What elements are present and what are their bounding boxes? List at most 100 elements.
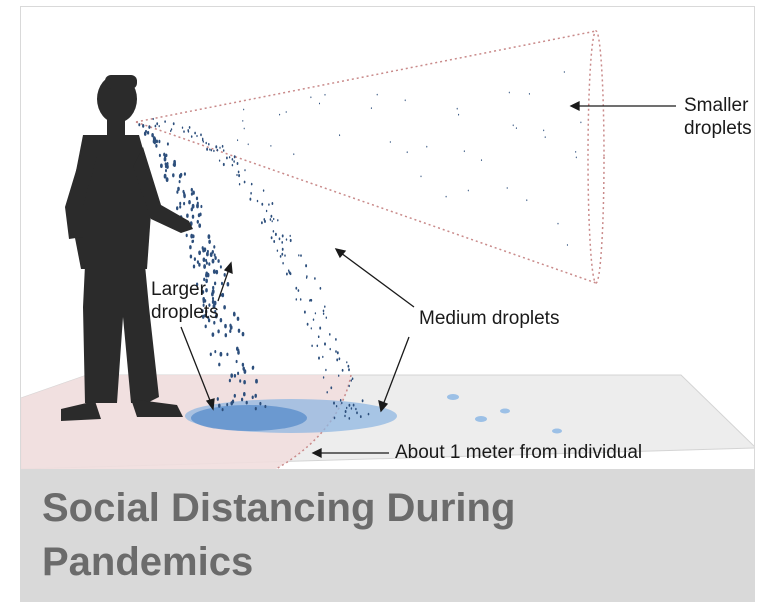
large-droplet: [158, 139, 161, 144]
medium-droplet: [333, 401, 335, 405]
medium-droplet: [328, 332, 331, 336]
large-droplet: [205, 258, 208, 263]
large-droplet: [191, 214, 195, 219]
medium-droplet: [286, 272, 288, 276]
medium-droplet: [324, 342, 326, 346]
medium-droplet: [201, 137, 204, 141]
scatter-puddle: [447, 394, 459, 400]
person-silhouette: [61, 75, 193, 421]
small-droplet: [512, 124, 514, 127]
large-droplet: [197, 213, 201, 218]
medium-droplet: [206, 147, 209, 151]
large-droplet: [202, 303, 205, 307]
large-droplet: [196, 201, 199, 206]
medium-droplet: [344, 414, 346, 418]
medium-droplet: [196, 134, 198, 138]
medium-droplets-stream: [152, 117, 370, 420]
larger-droplets-stream: [138, 123, 267, 412]
small-droplet: [279, 113, 281, 116]
medium-droplet: [322, 312, 325, 315]
small-droplet: [580, 121, 582, 124]
medium-droplet: [250, 191, 252, 195]
large-droplet: [165, 177, 169, 182]
large-droplet: [264, 404, 267, 409]
large-droplet: [201, 314, 205, 319]
medium-droplet: [336, 358, 339, 362]
large-droplet: [254, 393, 257, 398]
large-droplet: [219, 318, 223, 323]
medium-droplet: [231, 163, 234, 167]
small-droplet: [243, 108, 245, 111]
large-droplet: [233, 393, 236, 398]
medium-droplet: [367, 412, 370, 416]
medium-droplet: [156, 122, 159, 126]
medium-droplet: [152, 117, 154, 121]
medium-droplet: [299, 298, 302, 301]
large-droplet: [176, 190, 179, 194]
large-droplet: [226, 352, 229, 357]
large-droplet: [176, 206, 179, 211]
large-droplet: [236, 316, 240, 321]
figure-frame: Smaller droplets Larger droplets Medium …: [20, 6, 755, 602]
medium-droplet: [158, 124, 160, 128]
large-droplet: [204, 313, 207, 318]
label-medium-droplets: Medium droplets: [419, 308, 560, 329]
medium-droplet: [222, 149, 225, 152]
medium-droplet: [222, 162, 225, 167]
medium-droplet: [305, 264, 308, 268]
medium-droplet: [348, 368, 350, 372]
medium-droplet: [350, 407, 353, 410]
medium-droplet: [236, 173, 238, 177]
large-droplet: [209, 252, 213, 257]
medium-droplet: [256, 199, 259, 203]
medium-droplet: [317, 335, 320, 339]
small-droplet: [575, 151, 577, 153]
medium-droplet: [279, 255, 282, 258]
large-droplet: [259, 401, 262, 406]
large-droplet: [208, 239, 211, 244]
medium-droplet: [188, 125, 191, 129]
medium-droplet: [271, 220, 273, 223]
small-droplet: [544, 136, 546, 139]
small-droplet: [243, 127, 245, 130]
large-droplet: [165, 168, 167, 173]
medium-droplet: [359, 415, 362, 419]
medium-droplet: [272, 229, 275, 233]
small-droplet: [566, 244, 568, 246]
small-droplet: [318, 102, 321, 105]
medium-droplet: [311, 344, 313, 348]
medium-droplet: [322, 309, 325, 313]
large-droplet: [214, 309, 217, 314]
medium-droplet: [170, 129, 172, 133]
large-droplet: [219, 351, 223, 357]
medium-droplet: [314, 277, 316, 280]
medium-droplet: [295, 286, 298, 290]
medium-droplet: [218, 159, 221, 162]
small-droplet: [237, 139, 239, 142]
large-droplet: [160, 163, 163, 169]
large-droplet: [229, 329, 232, 333]
large-droplet: [220, 281, 224, 286]
medium-droplet: [236, 162, 239, 165]
small-droplet: [467, 189, 469, 192]
large-droplet: [201, 246, 204, 250]
large-droplet: [173, 159, 176, 165]
large-droplet: [186, 213, 189, 218]
medium-droplet: [213, 149, 215, 153]
medium-droplet: [303, 310, 306, 314]
large-droplet: [211, 289, 215, 294]
medium-droplet: [341, 368, 344, 372]
small-droplet: [458, 113, 460, 116]
medium-droplet: [281, 252, 284, 256]
large-droplet: [172, 173, 175, 178]
large-droplet: [237, 348, 240, 353]
scatter-puddle: [475, 416, 487, 422]
medium-droplet: [273, 240, 276, 243]
medium-droplet: [289, 238, 292, 243]
large-droplet: [203, 247, 207, 252]
large-droplet: [237, 328, 241, 333]
large-droplet: [151, 133, 154, 138]
large-droplet: [212, 285, 215, 290]
medium-droplet: [205, 141, 207, 145]
large-droplet: [189, 254, 193, 259]
